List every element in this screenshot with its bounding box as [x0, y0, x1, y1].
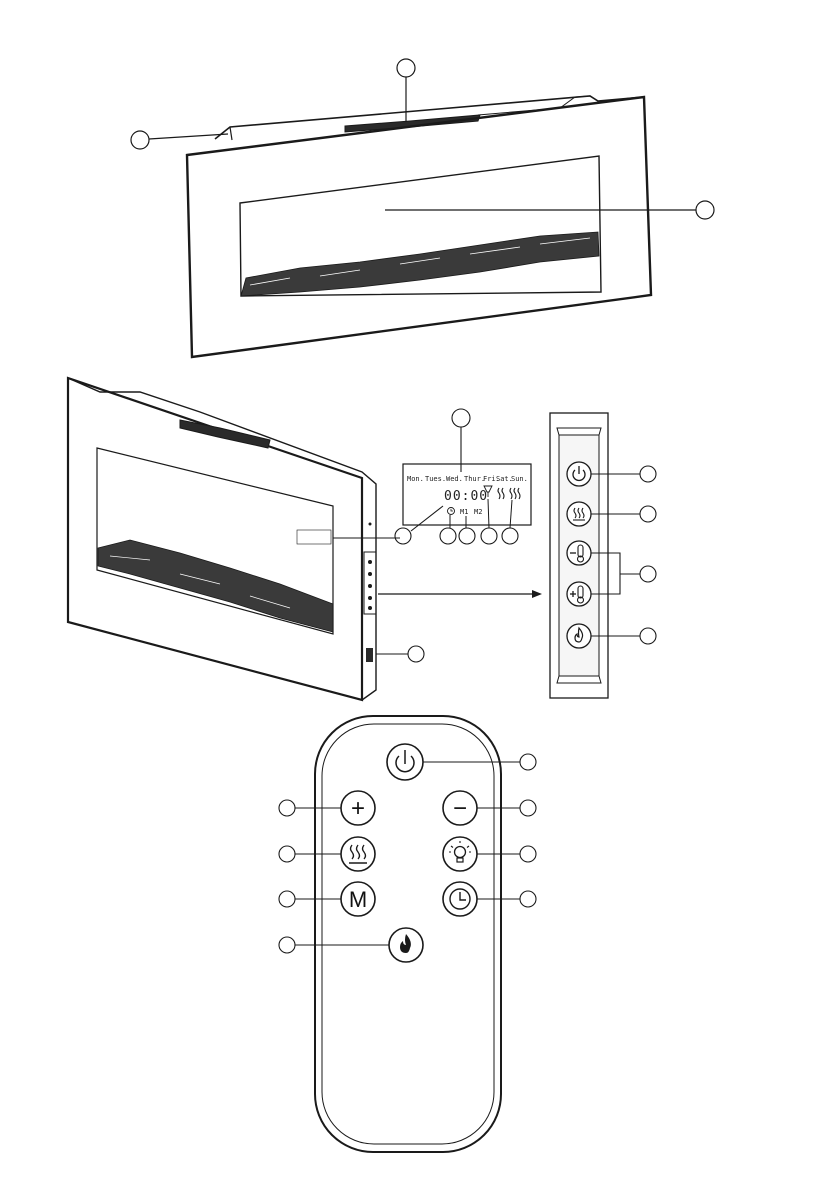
day-mon: Mon. [407, 475, 424, 483]
remote-flame-button[interactable] [389, 928, 423, 962]
day-thur: Thur. [464, 475, 485, 483]
top-vent [345, 115, 480, 132]
remote-minus-button[interactable]: − [443, 791, 477, 825]
callout-lcd-days [452, 409, 470, 472]
day-wed: Wed. [446, 475, 463, 483]
callout-power-switch [376, 646, 424, 662]
callout-mount-bracket [131, 131, 228, 149]
remote-control: + − M [279, 716, 536, 1152]
fireplace-front-view [131, 59, 714, 357]
panel-flame-button[interactable] [567, 624, 591, 648]
remote-mode-button[interactable]: M [341, 882, 375, 916]
remote-heat-button[interactable] [341, 837, 375, 871]
fireplace-angled-view [68, 378, 542, 700]
side-vent [180, 420, 270, 448]
control-panel-detail [550, 413, 656, 698]
callout-firebox [385, 201, 714, 219]
main-power-switch[interactable] [366, 648, 373, 662]
panel-temp-up-button[interactable] [567, 582, 591, 606]
day-sun: Sun. [511, 475, 528, 483]
remote-plus-button[interactable]: + [341, 791, 375, 825]
day-tues: Tues. [425, 475, 446, 483]
lcd-display-detail: Mon. Tues. Wed. Thur. Fri. Sat. Sun. 00:… [395, 409, 531, 544]
panel-temp-down-button[interactable] [567, 541, 591, 565]
remote-power-button[interactable] [387, 744, 423, 780]
panel-power-button[interactable] [567, 462, 591, 486]
angled-ember-bed [98, 540, 333, 632]
mode-m1-label: M1 [460, 508, 468, 516]
mode-m2-label: M2 [474, 508, 482, 516]
front-glass-panel [187, 97, 651, 357]
ember-bed [241, 232, 599, 296]
plus-icon: + [351, 795, 365, 822]
mode-icon: M [349, 887, 367, 912]
remote-timer-button[interactable] [443, 882, 477, 916]
minus-icon: − [453, 795, 467, 822]
panel-heat-button[interactable] [567, 502, 591, 526]
time-readout: 00:00 [444, 489, 488, 504]
remote-light-button[interactable] [443, 837, 477, 871]
